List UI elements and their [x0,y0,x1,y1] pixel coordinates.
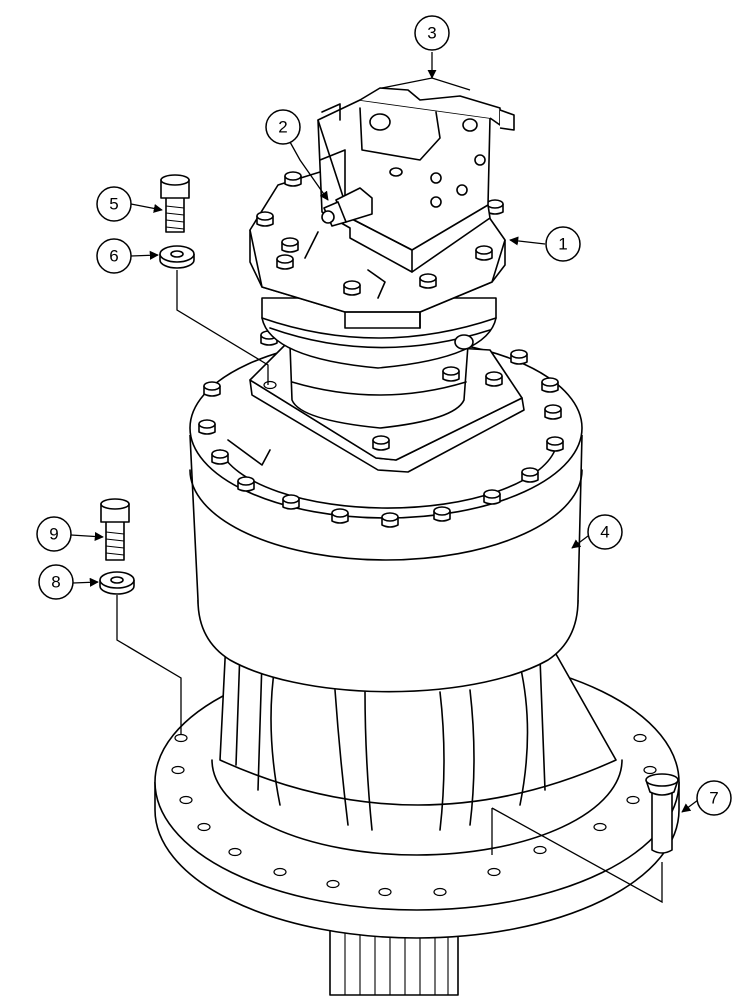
washer-6 [159,245,195,269]
dowel-pin-7 [645,773,679,854]
washer-8 [99,571,135,595]
callout-label: 5 [109,195,118,214]
flange-bolt-holes [171,733,657,897]
callout-8: 8 [38,564,74,600]
callout-1: 1 [545,226,581,262]
callout-label: 8 [51,573,60,592]
callout-label: 7 [709,789,718,808]
callout-4: 4 [587,514,623,550]
reduction-gear-case [261,297,497,429]
callout-label: 3 [427,24,436,43]
bolt-5 [160,174,190,233]
callout-3: 3 [414,15,450,51]
relief-valve-fitting [321,187,373,227]
callout-7: 7 [696,780,732,816]
callout-label: 1 [558,235,567,254]
pinion-gear [329,930,459,996]
callout-leaders [70,52,699,813]
callout-6: 6 [96,238,132,274]
callout-5: 5 [96,186,132,222]
callout-9: 9 [36,516,72,552]
callout-label: 4 [600,523,609,542]
callout-2: 2 [265,109,301,145]
callout-label: 2 [278,118,287,137]
assembly-guide-lines [116,270,663,904]
bolt-9 [100,498,130,561]
callout-label: 9 [49,525,58,544]
callout-label: 6 [109,247,118,266]
